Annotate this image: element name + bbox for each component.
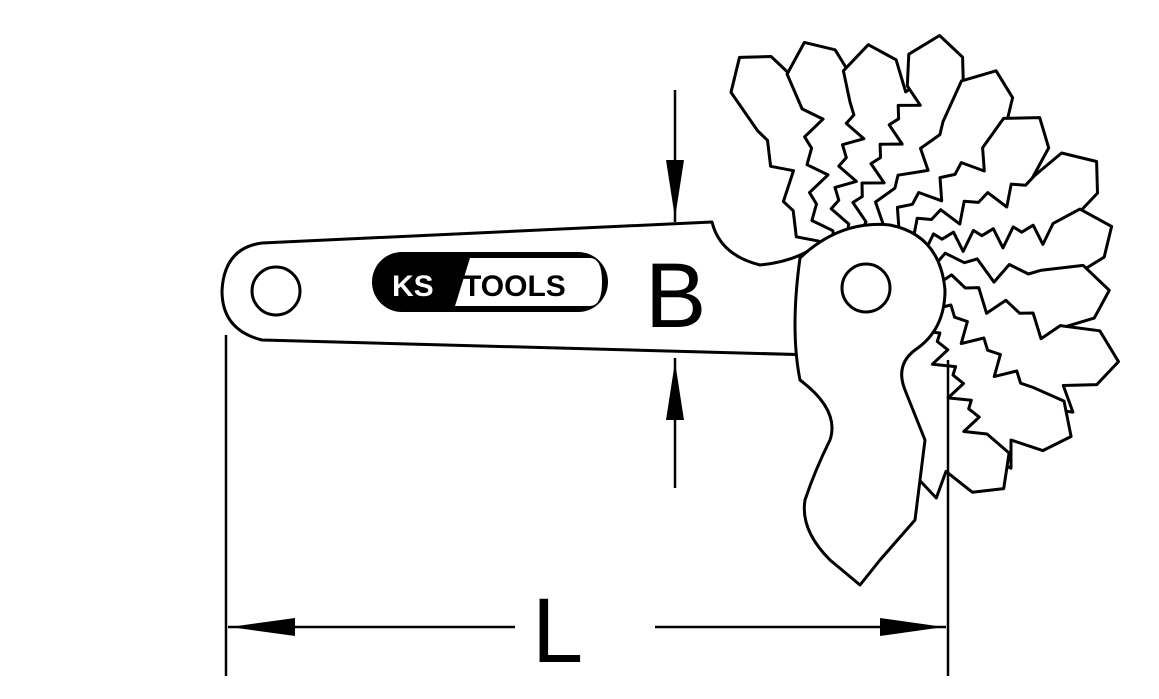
- dimension-l: L: [224, 335, 950, 682]
- ks-tools-logo: KS TOOLS: [372, 252, 608, 312]
- logo-ks-text: KS: [392, 270, 434, 303]
- dimension-b: B: [645, 90, 706, 488]
- pivot-hole: [840, 262, 892, 314]
- dimension-b-label: B: [645, 245, 706, 347]
- dimension-l-label: L: [532, 580, 583, 682]
- handle-hole: [250, 265, 302, 317]
- pivot-plate: [793, 222, 947, 587]
- logo-tools-text: TOOLS: [463, 270, 566, 303]
